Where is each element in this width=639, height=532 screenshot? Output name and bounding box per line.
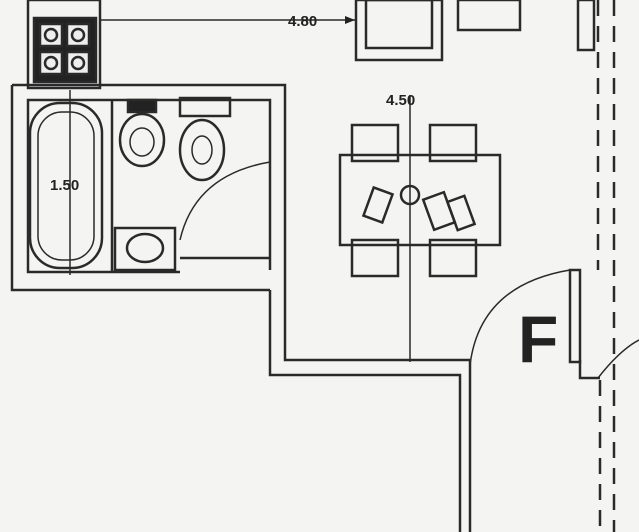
toilet-icon: [178, 96, 232, 182]
stove-icon: [26, 0, 102, 90]
dimension-height-living: 4.50: [386, 92, 415, 109]
entry-door[interactable]: [568, 268, 582, 364]
dining-table-icon: [338, 123, 502, 278]
door-swing: [179, 161, 271, 241]
entry-door-swing: [469, 269, 571, 366]
room-label: F: [518, 302, 558, 376]
sink-icon: [113, 226, 177, 272]
sofa-icon: [354, 0, 522, 62]
bathroom: [10, 83, 287, 292]
column: [576, 0, 596, 52]
bathtub-icon: [28, 101, 104, 270]
bidet-icon: [118, 98, 166, 168]
dimension-bathtub: 1.50: [50, 177, 79, 194]
dimension-width-top: 4.80: [288, 13, 317, 30]
